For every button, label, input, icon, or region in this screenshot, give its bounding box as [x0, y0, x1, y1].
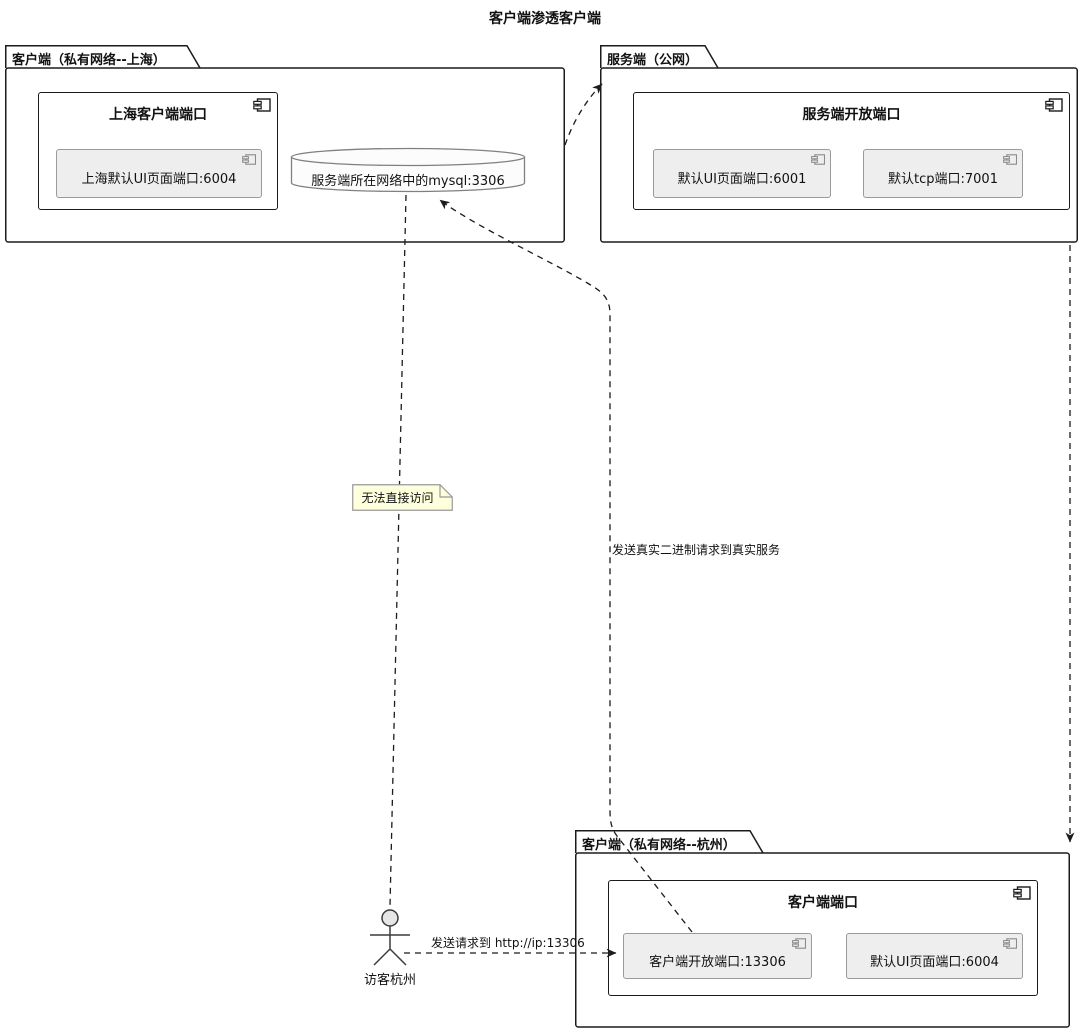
package-label: 客户端（私有网络--杭州）	[582, 838, 736, 853]
port-hangzhou-ui-6004: 默认UI页面端口:6004	[846, 933, 1023, 979]
actor-icon	[370, 909, 410, 966]
port-server-tcp-7001: 默认tcp端口:7001	[863, 149, 1023, 198]
component-title: 上海客户端端口	[109, 107, 207, 123]
component-title: 服务端开放端口	[802, 107, 901, 123]
package-label: 服务端（公网）	[607, 53, 699, 68]
actor-label: 访客杭州	[363, 973, 416, 988]
component-icon	[242, 154, 256, 165]
component-title: 客户端端口	[788, 895, 858, 911]
port-label: 上海默认UI页面端口:6004	[81, 172, 237, 187]
edge-actor-to-mysql	[389, 194, 407, 907]
note-cannot-access: 无法直接访问	[352, 484, 453, 511]
note-text: 无法直接访问	[361, 491, 434, 505]
port-label: 默认tcp端口:7001	[888, 172, 998, 187]
port-hangzhou-open-13306: 客户端开放端口:13306	[623, 933, 812, 979]
package-server-public: 服务端（公网） 服务端开放端口 默认UI页面端口:6001 默认tcp端口:70…	[600, 45, 1078, 243]
port-label: 默认UI页面端口:6004	[870, 954, 999, 970]
component-hangzhou-client-port: 客户端端口 客户端开放端口:13306 默认UI页面端口:6004	[608, 880, 1038, 996]
component-icon	[1045, 98, 1063, 112]
component-icon	[1003, 154, 1017, 165]
database-label: 服务端所在网络中的mysql:3306	[311, 174, 505, 189]
port-label: 默认UI页面端口:6001	[677, 172, 807, 187]
edge-label-binary-request: 发送真实二进制请求到真实服务	[612, 543, 781, 557]
edge-13306-to-mysql	[439, 199, 693, 933]
actor-visitor-hangzhou: 访客杭州	[362, 905, 418, 993]
port-shanghai-ui-6004: 上海默认UI页面端口:6004	[56, 149, 262, 198]
package-client-shanghai: 客户端（私有网络--上海） 上海客户端端口 上海默认UI页面端口:6004 服务…	[5, 45, 565, 243]
component-shanghai-client-port: 上海客户端端口 上海默认UI页面端口:6004	[38, 92, 278, 210]
component-icon	[792, 938, 806, 949]
edge-label-http-request: 发送请求到 http://ip:13306	[431, 936, 585, 950]
port-label: 客户端开放端口:13306	[649, 954, 786, 970]
database-mysql: 服务端所在网络中的mysql:3306	[290, 147, 526, 194]
diagram-title: 客户端渗透客户端	[489, 11, 601, 27]
component-icon	[1013, 886, 1031, 900]
database-cylinder-icon	[290, 147, 526, 193]
component-server-open-ports: 服务端开放端口 默认UI页面端口:6001 默认tcp端口:7001	[633, 92, 1070, 210]
port-server-ui-6001: 默认UI页面端口:6001	[653, 149, 831, 198]
package-label: 客户端（私有网络--上海）	[12, 53, 166, 68]
package-client-hangzhou: 客户端（私有网络--杭州） 客户端端口 客户端开放端口:13306 默认UI页面…	[575, 830, 1070, 1028]
edge-shanghai-to-server	[564, 83, 603, 146]
component-icon	[253, 98, 271, 112]
component-icon	[1003, 938, 1017, 949]
component-icon	[811, 154, 825, 165]
